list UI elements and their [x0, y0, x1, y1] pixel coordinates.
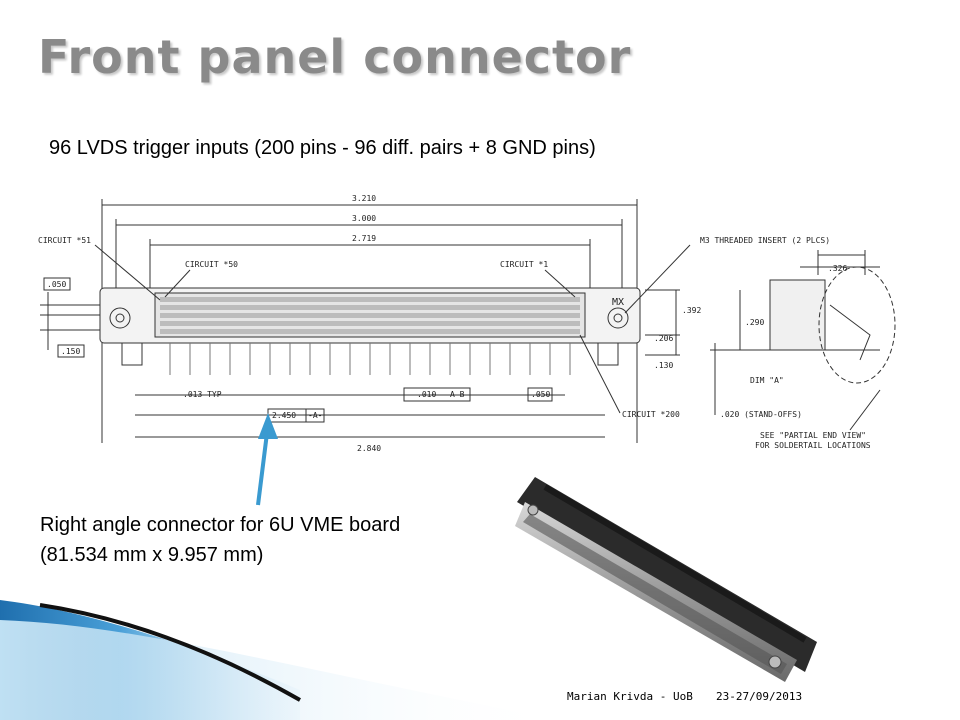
dim-2450: 2.450: [272, 411, 296, 420]
dim-392: .392: [682, 306, 701, 315]
see-note-line1: SEE "PARTIAL END VIEW": [760, 431, 866, 440]
dim-3210: 3.210: [352, 194, 376, 203]
label-insert-note: M3 THREADED INSERT (2 PLCS): [700, 236, 830, 245]
dim-150: .150: [61, 347, 80, 356]
datum-ab: A B: [450, 390, 465, 399]
label-mx: MX: [612, 297, 624, 308]
decorative-wave: [0, 600, 560, 720]
dim-206: .206: [654, 334, 673, 343]
dim-050-left: .050: [47, 280, 66, 289]
footer-date: 23-27/09/2013: [716, 690, 803, 703]
caption-line-2: (81.534 mm x 9.957 mm): [40, 544, 264, 566]
dim-a-label: DIM "A": [750, 376, 784, 385]
label-circuit-1: CIRCUIT *1: [500, 260, 548, 269]
dim-013: .013 TYP: [183, 390, 222, 399]
connector-photo: [515, 477, 817, 682]
datum-a: -A-: [308, 411, 322, 420]
slide-title: Front panel connector: [38, 30, 632, 84]
connector-technical-drawing: 3.210 3.000 2.719 CIRCUIT *51 CIRCUIT *5…: [38, 194, 896, 453]
caption-line-1: Right angle connector for 6U VME board: [40, 514, 401, 536]
connector-caption: Right angle connector for 6U VME board (…: [40, 510, 400, 570]
dim-2840: 2.840: [357, 444, 381, 453]
dim-290: .290: [745, 318, 764, 327]
standoffs-label: .020 (STAND-OFFS): [720, 410, 802, 419]
pointer-arrow: [256, 413, 278, 506]
dim-2719: 2.719: [352, 234, 376, 243]
label-circuit-200: CIRCUIT *200: [622, 410, 680, 419]
dim-3000: 3.000: [352, 214, 376, 223]
dim-130: .130: [654, 361, 673, 370]
label-circuit-50: CIRCUIT *50: [185, 260, 238, 269]
label-circuit-51: CIRCUIT *51: [38, 236, 91, 245]
slide-subtitle: 96 LVDS trigger inputs (200 pins - 96 di…: [49, 137, 596, 159]
see-note-line2: FOR SOLDERTAIL LOCATIONS: [755, 441, 871, 450]
tolerance-value: .010: [417, 390, 436, 399]
footer-author: Marian Krivda - UoB: [567, 690, 693, 703]
dim-050-bottom: .050: [531, 390, 550, 399]
dim-326: .326: [828, 264, 847, 273]
